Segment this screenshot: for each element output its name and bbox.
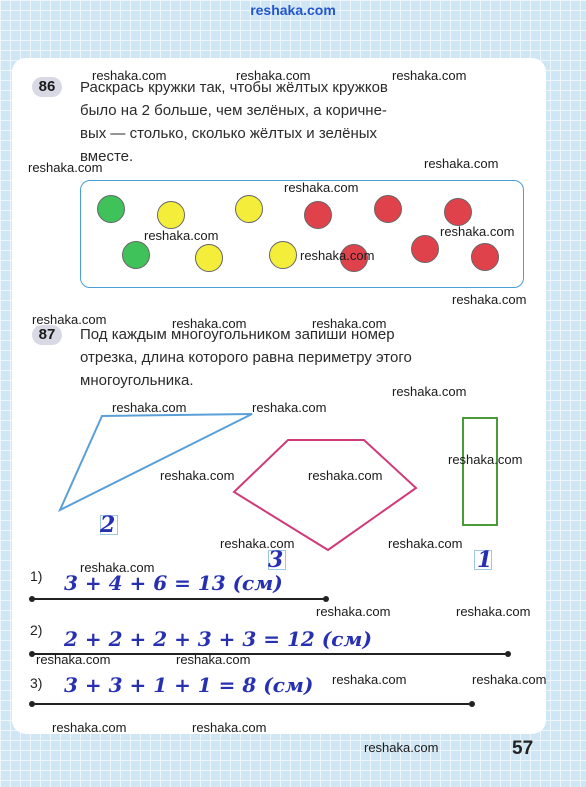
watermark[interactable]: reshaka.com [144, 228, 219, 243]
circle[interactable] [374, 195, 402, 223]
circle[interactable] [122, 241, 150, 269]
answer-box-rectangle [474, 550, 492, 570]
row-label-3: 3) [30, 675, 43, 691]
segment-3 [29, 701, 475, 707]
watermark[interactable]: reshaka.com [112, 400, 187, 415]
task-87-text: Под каждым многоугольником запиши номер … [80, 323, 522, 392]
circle[interactable] [195, 244, 223, 272]
watermark[interactable]: reshaka.com [452, 292, 527, 307]
circle[interactable] [304, 201, 332, 229]
watermark[interactable]: reshaka.com [172, 316, 247, 331]
watermark[interactable]: reshaka.com [236, 68, 311, 83]
circles-box [80, 180, 524, 288]
watermark[interactable]: reshaka.com [392, 384, 467, 399]
page-number: 57 [512, 738, 534, 759]
task-87-line: отрезка, длина которого равна периметру … [80, 349, 412, 366]
circle[interactable] [97, 195, 125, 223]
watermark[interactable]: reshaka.com [392, 68, 467, 83]
watermark[interactable]: reshaka.com [316, 604, 391, 619]
site-header[interactable]: reshaka.com [250, 2, 336, 18]
watermark[interactable]: reshaka.com [300, 248, 375, 263]
row-label-1: 1) [30, 568, 43, 584]
triangle-shape [57, 413, 253, 513]
task-number-86: 86 [32, 77, 62, 97]
watermark[interactable]: reshaka.com [388, 536, 463, 551]
watermark[interactable]: reshaka.com [220, 536, 295, 551]
task-86-line: Раскрась кружки так, чтобы жёлтых кружко… [80, 79, 388, 96]
answer-box-hexagon [268, 550, 286, 570]
watermark[interactable]: reshaka.com [448, 452, 523, 467]
watermark[interactable]: reshaka.com [284, 180, 359, 195]
segment-2 [29, 651, 511, 657]
row-label-2: 2) [30, 622, 43, 638]
answer-rectangle: 1 [477, 547, 493, 573]
watermark[interactable]: reshaka.com [252, 400, 327, 415]
watermark[interactable]: reshaka.com [364, 740, 439, 755]
watermark[interactable]: reshaka.com [160, 468, 235, 483]
segment-1 [29, 596, 329, 602]
watermark[interactable]: reshaka.com [440, 224, 515, 239]
equation-2: 2 + 2 + 2 + 3 + 3 = 12 (см) [64, 627, 372, 651]
watermark[interactable]: reshaka.com [176, 652, 251, 667]
task-86-text: Раскрась кружки так, чтобы жёлтых кружко… [80, 76, 522, 168]
watermark[interactable]: reshaka.com [92, 68, 167, 83]
answer-hexagon: 3 [268, 547, 284, 573]
task-87-line: многоугольника. [80, 372, 194, 389]
page-sheet [12, 58, 546, 734]
circle[interactable] [444, 198, 472, 226]
watermark[interactable]: reshaka.com [192, 720, 267, 735]
circle[interactable] [157, 201, 185, 229]
task-number-87: 87 [32, 325, 62, 345]
watermark[interactable]: reshaka.com [308, 468, 383, 483]
circle[interactable] [340, 244, 368, 272]
watermark[interactable]: reshaka.com [36, 652, 111, 667]
rectangle-shape [462, 417, 498, 526]
watermark[interactable]: reshaka.com [28, 160, 103, 175]
watermark[interactable]: reshaka.com [424, 156, 499, 171]
watermark[interactable]: reshaka.com [52, 720, 127, 735]
task-87-line: Под каждым многоугольником запиши номер [80, 326, 395, 343]
circle[interactable] [235, 195, 263, 223]
pentagon-shape [232, 439, 418, 552]
circle[interactable] [411, 235, 439, 263]
watermark[interactable]: reshaka.com [32, 312, 107, 327]
task-86-line: было на 2 больше, чем зелёных, а коричне… [80, 102, 387, 119]
watermark[interactable]: reshaka.com [312, 316, 387, 331]
watermark[interactable]: reshaka.com [332, 672, 407, 687]
equation-3: 3 + 3 + 1 + 1 = 8 (см) [64, 673, 314, 697]
circle[interactable] [471, 243, 499, 271]
answer-triangle: 2 [100, 512, 116, 538]
watermark[interactable]: reshaka.com [472, 672, 547, 687]
task-86-line: вых — столько, сколько жёлтых и зелёных [80, 125, 378, 142]
circle[interactable] [269, 241, 297, 269]
watermark[interactable]: reshaka.com [456, 604, 531, 619]
equation-1: 3 + 4 + 6 = 13 (см) [64, 571, 283, 595]
task-86-line: вместе. [80, 148, 134, 165]
answer-box-triangle [100, 515, 118, 535]
watermark[interactable]: reshaka.com [80, 560, 155, 575]
